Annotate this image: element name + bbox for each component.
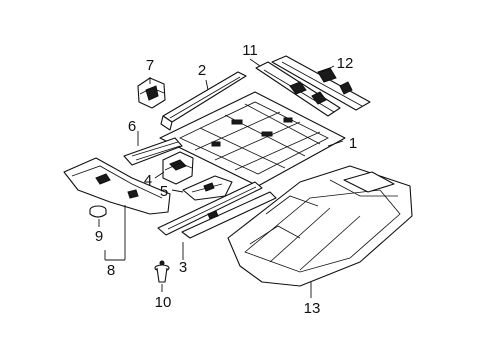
callout-10: 10: [155, 294, 172, 311]
callout-5: 5: [160, 183, 168, 200]
callout-2: 2: [198, 62, 206, 79]
rear-member-11[interactable]: [255, 61, 341, 117]
clip-10[interactable]: [154, 260, 170, 283]
under-cover-8[interactable]: [63, 157, 171, 215]
callout-4: 4: [144, 172, 152, 189]
grommet-9[interactable]: [89, 205, 107, 218]
callout-11: 11: [242, 42, 258, 59]
sill-panel-6[interactable]: [123, 137, 183, 166]
reinforcement-5[interactable]: [182, 175, 233, 201]
callout-1: 1: [349, 135, 357, 152]
callouts: 1 2 3 4 5 6 7 8 9 10 11 12 13: [95, 42, 357, 317]
leader-lines: [98, 58, 344, 298]
callout-6: 6: [128, 118, 136, 135]
bracket-4[interactable]: [162, 151, 194, 185]
side-member-3[interactable]: [157, 181, 277, 239]
bracket-7[interactable]: [137, 77, 166, 109]
callout-8: 8: [107, 262, 115, 279]
callout-7: 7: [146, 57, 154, 74]
callout-9: 9: [95, 228, 103, 245]
callout-12: 12: [337, 55, 354, 72]
callout-13: 13: [304, 300, 321, 317]
floor-carpet-13[interactable]: [227, 165, 413, 287]
front-floor-panel[interactable]: [159, 91, 346, 187]
rear-member-12[interactable]: [271, 55, 371, 111]
cross-member-2[interactable]: [160, 71, 247, 131]
callout-3: 3: [179, 259, 187, 276]
